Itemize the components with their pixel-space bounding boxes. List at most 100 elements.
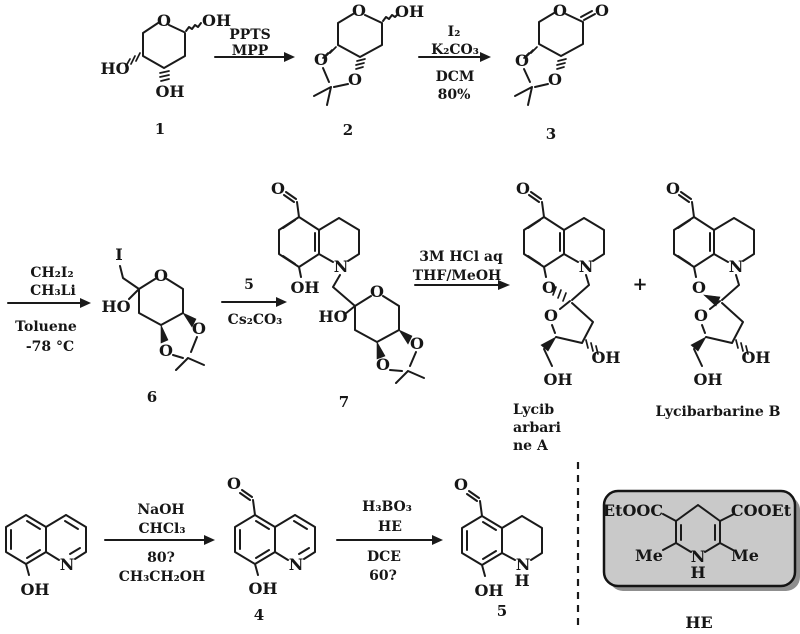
compound-3: O O O O 3 [514,1,609,143]
compound-2: O OH O O 2 [313,1,424,139]
c7-ring-o: O [370,282,384,301]
c1-anomeric-oh: OH [202,11,231,30]
lyco-b-hash-bonds [735,339,749,355]
compound-2-hash-bonds [322,46,366,70]
c1-bottom-oh: OH [155,82,184,101]
compound-6: I O HO O O 6 [101,245,206,406]
reagent-he: HE [378,519,402,535]
c6-acetonide-o2: O [159,341,173,360]
c4-number: 4 [254,606,264,624]
compound-3-bonds [514,10,596,106]
lyco-b-name: Lycibarbarine B [656,404,781,420]
lyco-a-aldehyde-o: O [516,179,530,198]
reagent-h3bo3: H₃BO₃ [362,499,412,515]
lyco-b-oh-bottom: OH [693,370,722,389]
c3-acetonide-o2: O [548,70,562,89]
c2-acetonide-o2: O [348,70,362,89]
reagent-ethanol: CH₃CH₂OH [119,569,205,585]
he-nh: H [690,563,705,582]
lyco-a-name-line2: arbari [513,420,561,436]
compound-7: O N OH O HO O O 7 [271,179,425,411]
reagent-temp-60: 60? [369,568,397,584]
he-n: N [691,547,706,566]
arrow-4-5-head [432,535,443,545]
lyco-b-wedge-bonds [690,294,721,352]
c6-ho: HO [101,297,130,316]
c1-ring-o: O [157,11,171,30]
hq-n: N [60,555,75,574]
c1-number: 1 [155,120,165,138]
he-me-left: Me [635,546,663,565]
c7-acetonide-o2: O [376,355,390,374]
compound-1-hash-bonds [125,52,170,82]
c4-n: N [289,555,304,574]
reagent-yield-80: 80% [438,87,471,103]
reagent-mpp: MPP [232,43,269,59]
c3-ring-o: O [553,1,567,20]
c4-oh: OH [248,579,277,598]
arrow-6-7: 5 Cs₂CO₃ [221,277,287,328]
lyco-a-name-line1: Lycib [513,402,554,418]
c5-n: N [516,555,531,574]
c7-ho: HO [318,307,347,326]
he-ester-right: COOEt [731,501,792,520]
c2-ring-o: O [352,1,366,20]
compound-4-bonds [234,489,316,576]
c2-anomeric-oh: OH [395,2,424,21]
arrow-1-2: PPTS MPP [214,27,295,62]
reagent-thf-meoh: THF/MeOH [413,268,502,284]
compound-6-wedge-bonds [160,312,197,344]
lycibarbarine-a: O N O O OH OH Lycib arbari ne A [513,179,621,454]
lyco-a-furanose-o: O [544,306,558,325]
lyco-a-oh-bottom: OH [543,370,572,389]
arrow-3-6-head [80,298,91,308]
c5-oh: OH [474,581,503,600]
reagent-ch3li: CH₃Li [30,283,76,299]
reagent-ppts: PPTS [229,27,271,43]
reagent-dcm: DCM [436,69,475,85]
c5-number: 5 [497,602,507,620]
c7-n: N [334,257,349,276]
reagent-5: 5 [244,277,254,293]
lyco-b-oxazine-o: O [692,278,706,297]
c1-ho: HO [100,59,129,78]
c5-nh: H [514,571,529,590]
compound-5-bonds [461,490,543,577]
arrow-7-products: 3M HCl aq THF/MeOH [413,249,510,290]
plus-sign: + [632,274,647,295]
he-bonds [662,504,735,553]
c2-acetonide-o1: O [314,50,328,69]
reagent-i2: I₂ [448,24,461,40]
compound-7-bonds [278,191,425,384]
reagent-ch2i2: CH₂I₂ [30,265,73,281]
lyco-b-bonds [673,191,755,367]
lycibarbarine-b: O N O O OH OH Lycibarbarine B [656,179,781,420]
c3-carbonyl-o: O [595,1,609,20]
lyco-a-bonds [523,191,605,367]
lyco-a-hash-bonds [552,286,599,355]
reagent-dce: DCE [367,549,401,565]
reagent-naoh: NaOH [137,502,184,518]
compound-2-squiggle-bond [382,13,399,22]
c7-aldehyde-o: O [271,179,285,198]
compound-3-hash-bonds [523,46,567,70]
hq-bonds [5,514,87,576]
arrow-hq-4: NaOH CHCl₃ 80? CH₃CH₂OH [104,502,215,585]
compound-1-squiggle-bond [185,22,202,32]
lyco-a-oxazine-o: O [542,278,556,297]
compound-5: O N H OH 5 [454,475,543,620]
arrow-6-7-head [276,297,287,307]
c3-number: 3 [546,125,556,143]
lyco-a-name-line3: ne A [513,438,549,454]
compound-2-bonds [313,13,383,106]
compound-1-bonds [142,22,186,69]
compound-7-wedge-bonds [376,329,413,360]
reagent-toluene: Toluene [15,319,77,335]
c7-acetonide-o1: O [410,334,424,353]
compound-1: O OH HO OH 1 [100,11,231,138]
lyco-a-oh-side: OH [591,348,620,367]
c6-iodine: I [115,245,122,264]
he-me-right: Me [731,546,759,565]
